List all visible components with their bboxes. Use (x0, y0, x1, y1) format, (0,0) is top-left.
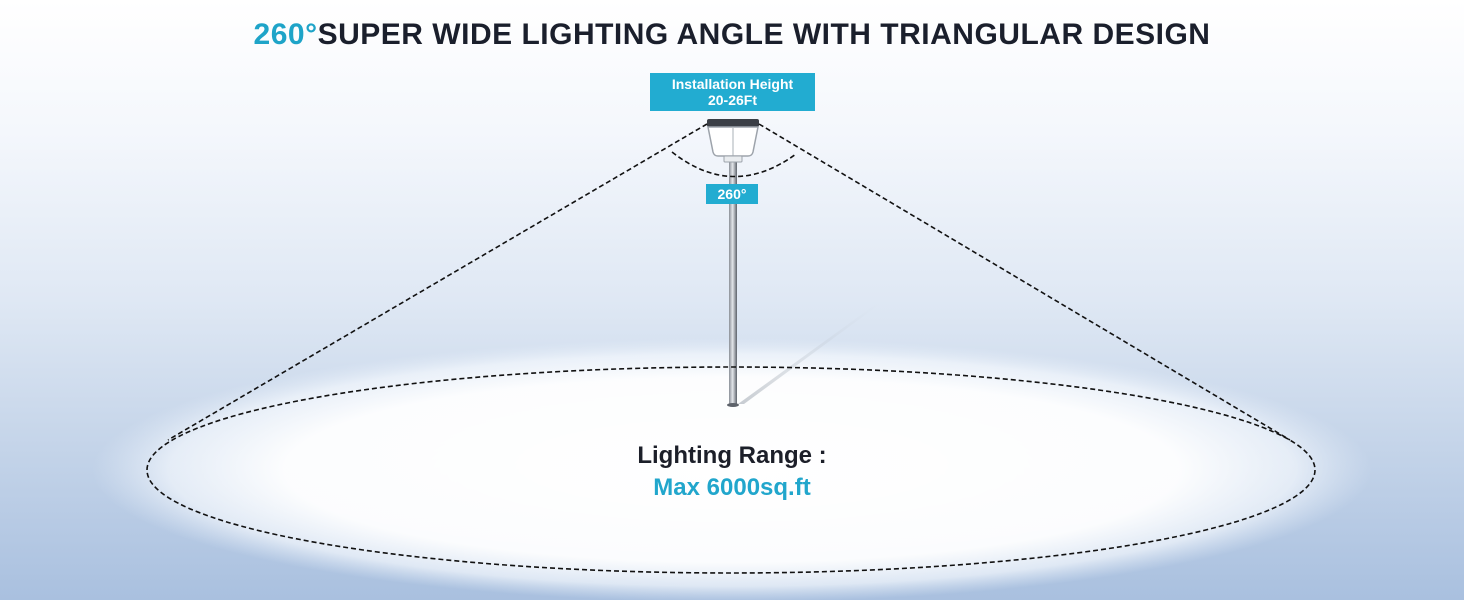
angle-arc (671, 151, 797, 178)
headline-text: SUPER WIDE LIGHTING ANGLE WITH TRIANGULA… (317, 18, 1211, 51)
installation-height-value: 20-26Ft (707, 92, 758, 108)
lamp-fixture (707, 119, 759, 163)
installation-height-tag: Installation Height 20-26Ft (650, 73, 815, 111)
lighting-range-label: Lighting Range : (637, 442, 827, 469)
lighting-range-value: Max 6000sq.ft (653, 474, 811, 501)
beam-angle-tag: 260° (706, 184, 758, 204)
pole-base (727, 403, 739, 407)
installation-height-label: Installation Height (671, 76, 794, 92)
beam-line-right (758, 123, 1291, 441)
beam-line-left (167, 123, 708, 441)
pole-shadow (738, 304, 880, 404)
page-headline: 260°SUPER WIDE LIGHTING ANGLE WITH TRIAN… (0, 18, 1464, 52)
headline-angle: 260° (253, 18, 318, 51)
lighting-range-ellipse (146, 366, 1316, 574)
lamp-pole (729, 156, 737, 406)
ground-glow (92, 338, 1372, 600)
